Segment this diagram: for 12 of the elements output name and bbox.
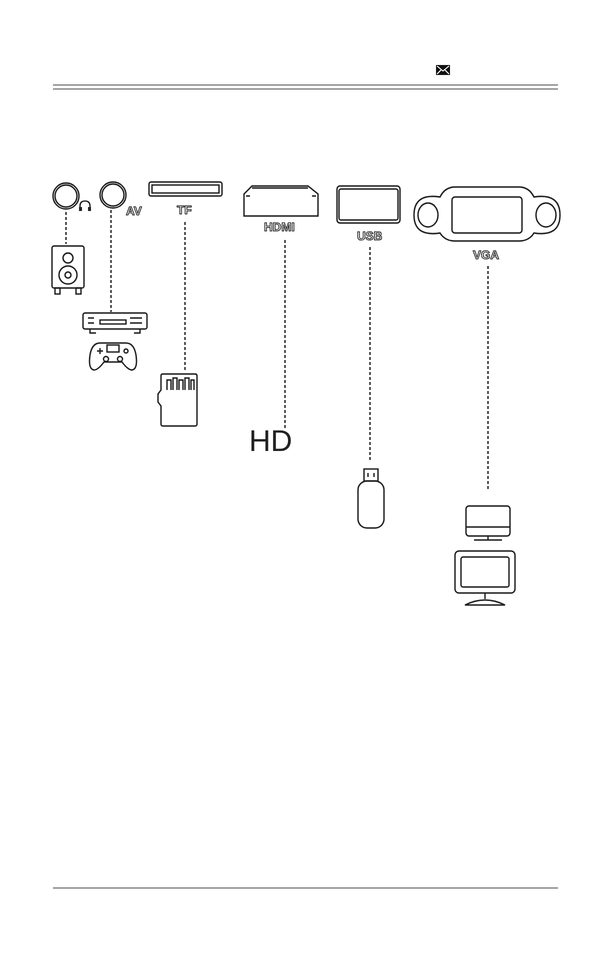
dashed-connector xyxy=(110,210,112,312)
port-label: AV xyxy=(126,204,142,218)
port-label: USB xyxy=(357,229,382,243)
dashed-connector xyxy=(65,212,67,244)
port-label: HDMI xyxy=(264,220,295,234)
dashed-connector xyxy=(369,247,371,462)
port-label: VGA xyxy=(473,248,500,262)
dashed-connector xyxy=(487,266,489,490)
dashed-connector xyxy=(184,222,186,372)
hd-text: HD xyxy=(249,426,292,458)
port-label: TF xyxy=(177,203,192,217)
dashed-connector xyxy=(284,240,286,428)
